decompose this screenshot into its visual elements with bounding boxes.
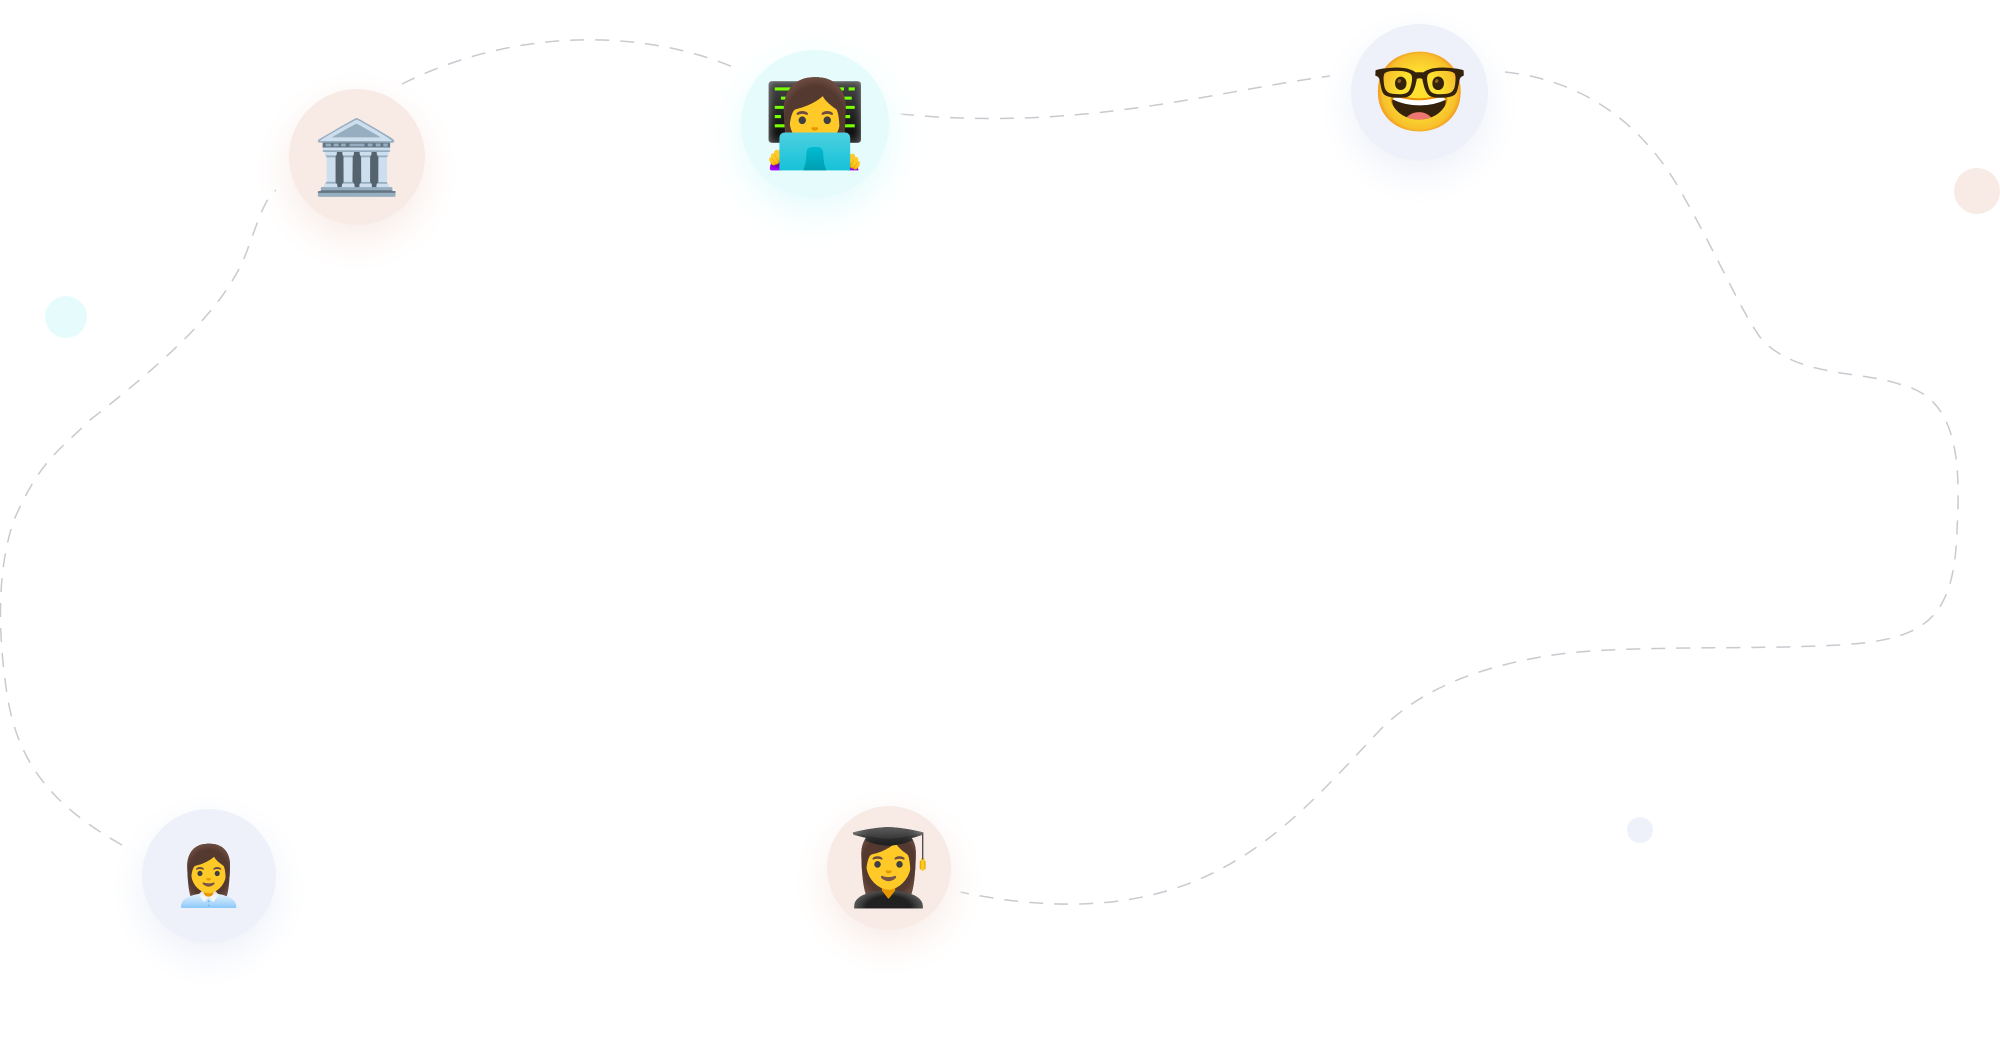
node-nerd: 🤓 [1351,24,1488,161]
classical-building-icon: 🏛️ [312,115,402,199]
woman-office-worker-icon: 👩‍💼 [172,842,246,910]
decorative-dot-peach [1954,168,2000,214]
node-technologist: 👩‍💻 [741,50,889,198]
woman-technologist-icon: 👩‍💻 [762,75,868,173]
node-office-worker: 👩‍💼 [142,809,276,943]
node-bank: 🏛️ [289,89,425,225]
node-graduate: 👩‍🎓 [827,806,951,930]
nerd-face-icon: 🤓 [1370,47,1469,138]
dashed-path-line [0,39,1959,905]
decorative-dot-cyan [45,296,87,338]
decorative-dot-blue [1627,817,1653,843]
woman-student-icon: 👩‍🎓 [842,825,936,911]
